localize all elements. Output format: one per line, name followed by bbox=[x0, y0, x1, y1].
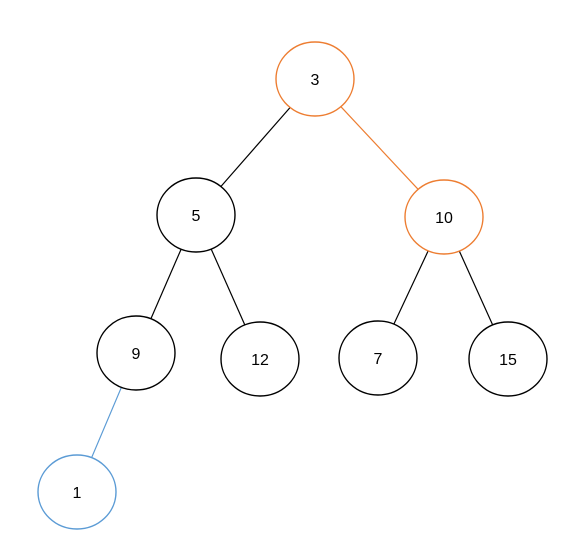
edge-n5-n9 bbox=[150, 248, 182, 320]
tree-node-1: 1 bbox=[37, 454, 117, 530]
node-label: 3 bbox=[311, 72, 320, 89]
node-circle bbox=[338, 320, 418, 396]
node-circle bbox=[275, 41, 355, 117]
node-label: 9 bbox=[132, 346, 141, 363]
tree-node-5: 5 bbox=[156, 177, 236, 253]
edge-n9-n1 bbox=[91, 387, 122, 458]
tree-node-7: 7 bbox=[338, 320, 418, 396]
edge-n10-n7 bbox=[393, 250, 429, 325]
node-circle bbox=[96, 315, 176, 391]
node-label: 10 bbox=[435, 210, 453, 227]
tree-node-9: 9 bbox=[96, 315, 176, 391]
node-label: 7 bbox=[374, 351, 383, 368]
node-label: 5 bbox=[192, 208, 201, 225]
tree-node-3: 3 bbox=[275, 41, 355, 117]
edge-n5-n12 bbox=[210, 248, 246, 326]
tree-node-12: 12 bbox=[220, 321, 300, 397]
edge-n3-n10 bbox=[340, 106, 419, 190]
edge-n3-n5 bbox=[220, 107, 291, 187]
tree-node-10: 10 bbox=[404, 179, 484, 255]
node-circle bbox=[404, 179, 484, 255]
edges-layer bbox=[91, 106, 494, 458]
node-circle bbox=[156, 177, 236, 253]
node-label: 1 bbox=[73, 485, 82, 502]
edge-n10-n15 bbox=[458, 250, 494, 326]
node-circle bbox=[37, 454, 117, 530]
node-label: 12 bbox=[251, 352, 269, 369]
nodes-layer: 3 5 10 9 12 7 15 1 bbox=[37, 41, 548, 530]
tree-node-15: 15 bbox=[468, 321, 548, 397]
node-label: 15 bbox=[499, 352, 517, 369]
node-circle bbox=[220, 321, 300, 397]
node-circle bbox=[468, 321, 548, 397]
